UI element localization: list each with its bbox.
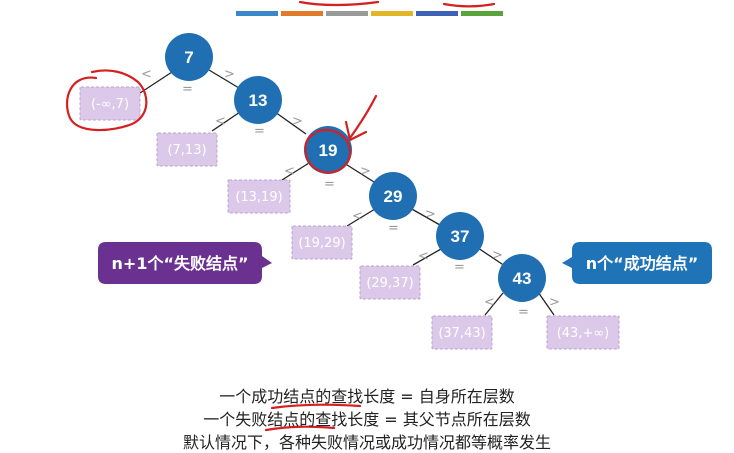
failure-box <box>79 86 141 121</box>
less-than-symbol: < <box>215 114 226 129</box>
stripe-segment <box>461 11 503 16</box>
less-than-symbol: < <box>418 249 429 264</box>
failure-interval: (7,13) <box>167 143 206 158</box>
success-node: 29 <box>369 172 417 220</box>
node-circle <box>369 172 417 220</box>
stripe-segment <box>281 11 323 16</box>
greater-than-symbol: > <box>492 248 503 263</box>
stripe-segment <box>326 11 368 16</box>
failure-interval: (-∞,7) <box>91 97 129 112</box>
greater-than-symbol: > <box>549 295 560 310</box>
equal-symbol: = <box>254 124 265 139</box>
underline-annotation <box>298 0 380 7</box>
node-circle <box>234 76 282 124</box>
node-circle <box>498 254 546 302</box>
equal-symbol: = <box>388 221 399 236</box>
success-callout-text: n个“成功结点” <box>586 254 698 273</box>
node-key: 43 <box>513 269 532 288</box>
failure-box <box>546 315 620 350</box>
failure-node: (13,19) <box>227 179 291 214</box>
failure-node: (-∞,7) <box>79 86 141 121</box>
less-than-symbol: < <box>484 295 495 310</box>
failure-box <box>431 315 493 350</box>
failure-nodes-callout: n+1个“失败结点” <box>98 242 272 284</box>
failure-node: (19,29) <box>291 225 353 260</box>
greater-than-symbol: > <box>360 164 371 179</box>
less-than-symbol: < <box>352 209 363 224</box>
success-node: 37 <box>436 212 484 260</box>
top-color-stripe <box>236 11 503 16</box>
failure-interval: (19,29) <box>298 236 345 251</box>
success-nodes-callout: n个“成功结点” <box>562 242 712 284</box>
equal-symbol: = <box>518 305 529 320</box>
stripe-segment <box>236 11 278 16</box>
underline-annotation <box>270 403 362 410</box>
stripe-segment <box>371 11 413 16</box>
node-circle <box>165 33 213 81</box>
failure-box <box>359 265 421 300</box>
failure-node: (7,13) <box>156 132 218 167</box>
greater-than-symbol: > <box>224 67 235 82</box>
less-than-symbol: < <box>141 67 152 82</box>
edge-symbols: < > = < > = < > = < > = < > = < > = <box>141 67 560 320</box>
equal-symbol: = <box>324 177 335 192</box>
failure-interval: (37,43) <box>438 326 485 341</box>
underline-annotation <box>264 425 336 432</box>
failure-box <box>227 179 291 214</box>
node-key: 37 <box>451 227 470 246</box>
failure-box <box>156 132 218 167</box>
node-key: 13 <box>249 91 268 110</box>
node-key: 19 <box>319 141 338 160</box>
circle-annotation <box>65 69 148 132</box>
success-node: 43 <box>498 254 546 302</box>
failure-callout-text: n+1个“失败结点” <box>112 254 249 273</box>
failure-interval: (43,+∞) <box>557 326 610 341</box>
node-key: 29 <box>384 187 403 206</box>
underline-annotation <box>442 2 496 8</box>
circle-annotation <box>304 128 352 174</box>
caption-line-3: 默认情况下，各种失败情况或成功情况都等概率发生 <box>182 433 551 452</box>
node-circle <box>436 212 484 260</box>
equal-symbol: = <box>182 82 193 97</box>
success-node: 13 <box>234 76 282 124</box>
failure-node: (37,43) <box>431 315 493 350</box>
less-than-symbol: < <box>284 164 295 179</box>
failure-interval: (13,19) <box>235 190 282 205</box>
failure-interval: (29,37) <box>366 276 413 291</box>
success-node: 7 <box>165 33 213 81</box>
caption-line-1: 一个成功结点的查找长度 = 自身所在层数 <box>219 387 515 406</box>
caption-line-2: 一个失败结点的查找长度 = 其父节点所在层数 <box>203 410 531 429</box>
arrow-annotation <box>344 120 368 142</box>
success-nodes: 7 13 19 29 37 43 <box>165 33 546 302</box>
success-node: 19 <box>304 126 352 174</box>
equal-symbol: = <box>454 260 465 275</box>
handwritten-annotations <box>65 0 496 432</box>
arrow-annotation <box>348 94 378 140</box>
node-circle <box>304 126 352 174</box>
failure-box <box>291 225 353 260</box>
greater-than-symbol: > <box>425 207 436 222</box>
node-key: 7 <box>184 48 193 67</box>
tree-edges <box>139 69 555 316</box>
stripe-segment <box>416 11 458 16</box>
failure-nodes: (-∞,7) (7,13) (13,19) (19,29) (29,37) (3… <box>79 86 620 350</box>
failure-node: (43,+∞) <box>546 315 620 350</box>
failure-node: (29,37) <box>359 265 421 300</box>
greater-than-symbol: > <box>292 114 303 129</box>
